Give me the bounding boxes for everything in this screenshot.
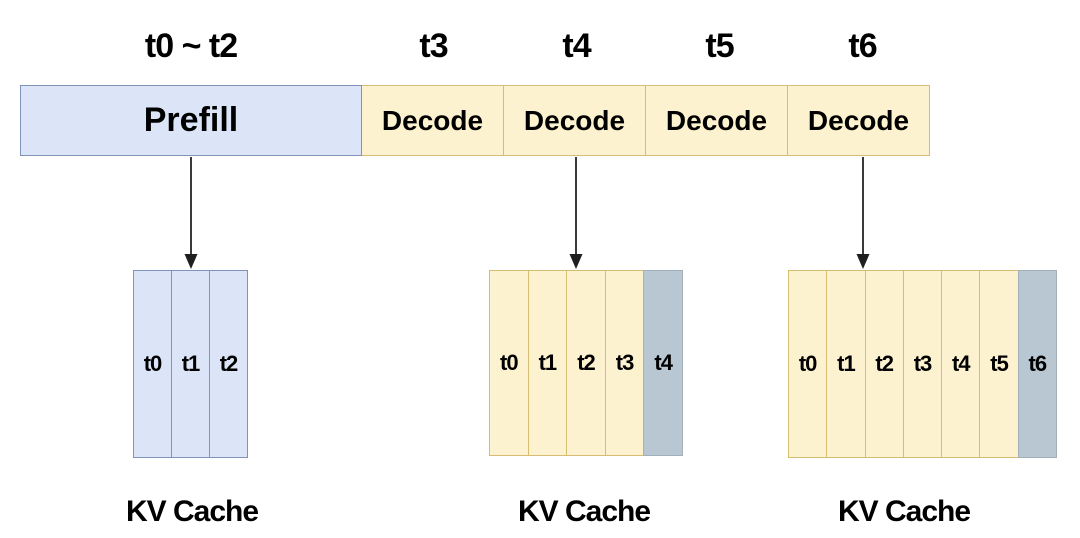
cache-slot: t1: [826, 270, 866, 458]
cache-slot: t1: [171, 270, 210, 458]
cache-slot: t5: [979, 270, 1019, 458]
arrow-decode-t6-to-cache-icon: [856, 157, 870, 269]
cache-slot: t4: [941, 270, 981, 458]
cache-slot-new: t6: [1017, 270, 1057, 458]
cache-slot: t3: [604, 270, 645, 456]
cache-slot: t0: [788, 270, 828, 458]
decode-phase-cell-t6: Decode: [787, 85, 930, 156]
arrow-prefill-to-cache-icon: [184, 157, 198, 269]
kv-cache-block-prefill: t0 t1 t2: [133, 270, 248, 458]
decode-phase-cell-t5: Decode: [645, 85, 788, 156]
kv-cache-caption: KV Cache: [837, 495, 971, 528]
cache-slot: t2: [566, 270, 606, 456]
cache-slot: t2: [864, 270, 904, 458]
prefill-phase-cell: Prefill: [20, 85, 362, 156]
kv-cache-caption: KV Cache: [517, 495, 651, 528]
time-label-t4: t4: [562, 27, 591, 65]
kv-cache-caption: KV Cache: [125, 495, 259, 528]
decode-phase-cell-t4: Decode: [503, 85, 646, 156]
cache-slot: t0: [489, 270, 529, 456]
cache-slot: t2: [209, 270, 248, 458]
time-label-t6: t6: [848, 27, 877, 65]
arrow-decode-t4-to-cache-icon: [569, 157, 583, 269]
cache-slot-new: t4: [643, 270, 683, 456]
time-label-t5: t5: [705, 27, 734, 65]
kv-cache-block-t6: t0 t1 t2 t3 t4 t5 t6: [788, 270, 1057, 458]
cache-slot: t0: [133, 270, 172, 458]
timeline-bar: Prefill Decode Decode Decode Decode: [20, 85, 934, 156]
cache-slot: t3: [902, 270, 943, 458]
decode-phase-cell-t3: Decode: [361, 85, 504, 156]
kv-cache-block-t4: t0 t1 t2 t3 t4: [489, 270, 683, 456]
time-label-t0-t2: t0 ~ t2: [144, 27, 238, 65]
cache-slot: t1: [527, 270, 568, 456]
time-label-t3: t3: [419, 27, 448, 65]
